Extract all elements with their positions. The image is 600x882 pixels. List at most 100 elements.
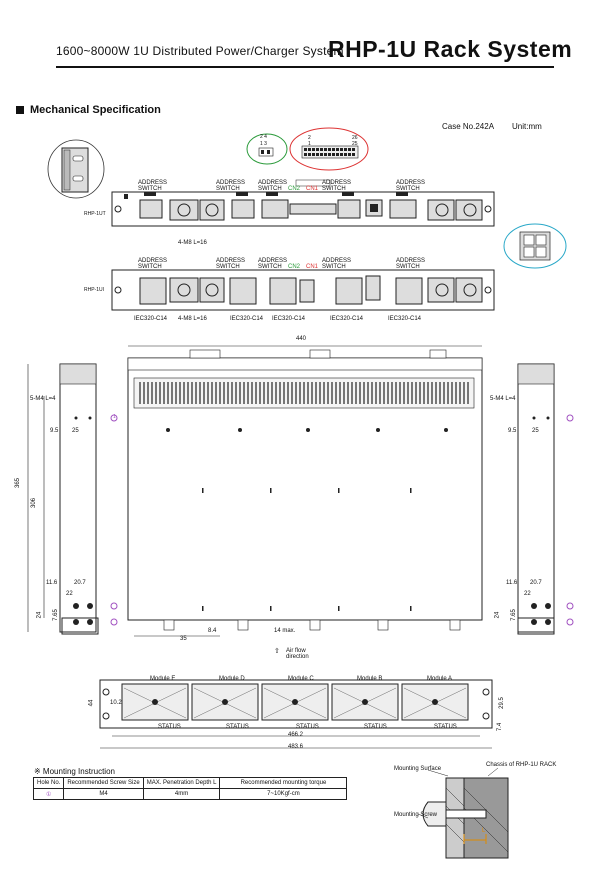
unit-label: Unit:mm (512, 122, 542, 131)
address-switch-label-2: ADDRESS (216, 180, 246, 186)
mounting-surface-label: Mounting Surface (394, 766, 442, 772)
front-view-drawing (99, 679, 493, 749)
cell-screw-size: M4 (63, 788, 144, 800)
dim-14-max: 14 max. (274, 628, 296, 634)
address-switch-label-7: ADDRESS (216, 258, 246, 264)
dim-25-left: 25 (72, 428, 79, 434)
dim-35: 35 (180, 636, 187, 642)
status-label-b: STATUS (364, 724, 387, 730)
airflow-arrow-icon: ⇧ (274, 648, 280, 655)
cn1-label-1: CN1 (306, 186, 319, 192)
dim-24-right: 24 (494, 611, 501, 619)
cn1-zoom-callout (289, 127, 369, 171)
dim-9-5-right: 9.5 (508, 428, 517, 434)
cn2-pins-bottom: 1 3 (260, 141, 267, 147)
address-switch-label-8: ADDRESS (258, 258, 288, 264)
cn1-pin-2: 2 (308, 135, 311, 141)
iec-label-5: IEC320-C14 (388, 316, 422, 322)
m8-screw-label-1: 4-M8 L=16 (178, 240, 207, 246)
airflow-label: Air flow direction (286, 648, 309, 660)
mounting-table-header: Hole No. Recommended Screw Size MAX. Pen… (32, 777, 348, 789)
cn2-zoom-callout (246, 133, 288, 165)
dim-44: 44 (88, 699, 95, 707)
dim-22-right: 22 (524, 591, 531, 597)
page-title: RHP-1U Rack System (328, 36, 573, 62)
address-switch-label-9: ADDRESS (322, 258, 352, 264)
cell-penetration: 4mm (142, 788, 221, 800)
cn1-pin-26: 26 (352, 135, 358, 141)
address-switch-label-1: ADDRESS (138, 180, 168, 186)
model-label-1ui: RHP-1UI (84, 287, 105, 293)
dim-20-7-left: 20.7 (74, 580, 86, 586)
width-440-label: 440 (296, 336, 307, 342)
mounting-table: Hole No. Recommended Screw Size MAX. Pen… (32, 777, 348, 800)
address-switch-label-10b: SWITCH (396, 264, 420, 270)
hole-mark-1: 1 (113, 414, 116, 420)
module-b-label: Module B (357, 676, 383, 682)
col-penetration-depth: MAX. Penetration Depth L (142, 777, 221, 789)
address-switch-label-5b: SWITCH (396, 186, 420, 192)
section-title: Mechanical Specification (30, 104, 161, 116)
cn2-label-2: CN2 (288, 264, 301, 270)
address-switch-label-8b: SWITCH (258, 264, 282, 270)
mounting-diagram (417, 767, 509, 859)
address-switch-label-9b: SWITCH (322, 264, 346, 270)
side-view-right (517, 363, 574, 635)
dim-7-4: 7.4 (497, 722, 504, 732)
cell-torque: 7~10Kgf-cm (219, 788, 348, 800)
iec-label-1: IEC320-C14 (134, 316, 168, 322)
rack-ear-bracket-icon (47, 139, 105, 199)
dim-22-left: 22 (66, 591, 73, 597)
col-hole-no: Hole No. (32, 777, 65, 789)
address-switch-label-1b: SWITCH (138, 186, 162, 192)
address-switch-label-2b: SWITCH (216, 186, 240, 192)
model-label-1ut: RHP-1UT (84, 211, 106, 217)
case-number: Case No.242A (442, 122, 495, 131)
rear-panel-1ut (111, 179, 495, 227)
module-c-label: Module C (288, 676, 314, 682)
length-l-label: L (482, 828, 486, 834)
dim-10-2: 10.2 (110, 700, 122, 706)
address-switch-label-6b: SWITCH (138, 264, 162, 270)
cn2-pins-top: 2 4 (260, 134, 267, 140)
screw-label-left: 5-M4 L=4 (30, 396, 56, 402)
mounting-screw-label: Mounting Screw (394, 812, 438, 818)
dim-24-left: 24 (36, 611, 43, 619)
status-label-e: STATUS (158, 724, 181, 730)
iec-label-3: IEC320-C14 (272, 316, 306, 322)
dim-483-6: 483.6 (288, 744, 304, 750)
dim-365: 365 (15, 477, 22, 489)
dim-9-5-left: 9.5 (50, 428, 59, 434)
section-heading: Mechanical Specification (16, 104, 161, 116)
dim-466-2: 466.2 (288, 732, 304, 738)
top-view-drawing (127, 345, 483, 637)
dim-11-6-right: 11.6 (506, 580, 518, 586)
col-penetration-depth-text: MAX. Penetration Depth L (146, 780, 217, 786)
dim-25-right: 25 (532, 428, 539, 434)
mounting-title: ※ Mounting Instruction (34, 767, 115, 776)
iec-label-2: IEC320-C14 (230, 316, 264, 322)
screw-label-right: 5-M4 L=4 (490, 396, 516, 402)
col-screw-size: Recommended Screw Size (63, 777, 144, 789)
m8-screw-label-2: 4-M8 L=16 (178, 316, 207, 322)
status-label-a: STATUS (434, 724, 457, 730)
cn1-label-2: CN1 (306, 264, 319, 270)
cn2-label-1: CN2 (288, 186, 301, 192)
iec-label-4: IEC320-C14 (330, 316, 364, 322)
address-switch-label-4b: SWITCH (322, 186, 346, 192)
cn1-pin-25: 25 (352, 141, 358, 147)
dim-11-6-left: 11.6 (46, 580, 58, 586)
chassis-label: Chassis of RHP-1U RACK (486, 762, 557, 768)
title-underline (56, 66, 554, 68)
dim-7-65-left: 7.65 (52, 609, 59, 621)
table-row: ① M4 4mm 7~10Kgf-cm (32, 788, 348, 800)
dim-20-7-right: 20.7 (530, 580, 542, 586)
rear-panel-1ui (111, 269, 495, 311)
cn1-pin-1: 1 (308, 141, 311, 147)
address-switch-label-7b: SWITCH (216, 264, 240, 270)
address-switch-label-4: ADDRESS (322, 180, 352, 186)
col-torque: Recommended mounting torque (219, 777, 348, 789)
side-view-left (27, 363, 118, 635)
address-switch-label-5: ADDRESS (396, 180, 426, 186)
address-switch-label-3: ADDRESS (258, 180, 288, 186)
